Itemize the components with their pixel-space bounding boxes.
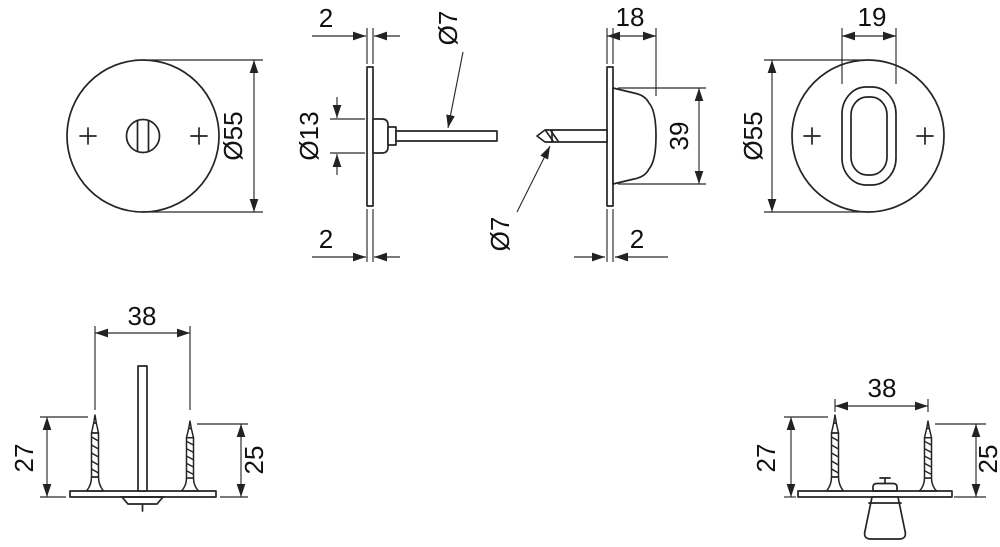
turn-knob-profile — [612, 87, 657, 185]
dim-screw-length-27-left-set: 27 — [9, 416, 88, 498]
dim-label-knob-depth: 18 — [616, 2, 645, 32]
view-side-knob: 18 39 Ø7 2 — [485, 2, 706, 262]
base-plate — [797, 490, 953, 498]
fixing-screw-left — [825, 414, 845, 492]
view-fixing-right: 38 27 25 — [751, 373, 1000, 540]
spindle-long — [137, 365, 148, 492]
rose-outline — [66, 59, 220, 213]
dim-label-27-left-set: 27 — [9, 444, 39, 473]
dim-knob-height: 39 — [618, 87, 706, 185]
dim-screw-length-27-right-set: 27 — [751, 416, 828, 498]
release-hub — [125, 118, 161, 154]
dim-label-spacing-right-set: 38 — [868, 373, 897, 403]
dim-screw-spacing-right-set: 38 — [834, 373, 929, 412]
dim-label-25-left-set: 25 — [239, 446, 269, 475]
dim-label-thickness-knob-side: 2 — [630, 224, 644, 254]
spindle — [395, 130, 498, 142]
fixing-screw-right — [180, 420, 200, 492]
fixing-screw-left — [85, 414, 105, 492]
dim-plate-thickness-bottom: 2 — [312, 224, 400, 262]
dim-label-rose-diameter-left: Ø55 — [218, 111, 248, 160]
dim-label-25-right-set: 25 — [973, 445, 1000, 474]
thumb-turn-inner — [850, 96, 888, 176]
rose-plate-side — [366, 66, 374, 207]
rose-plate-side — [606, 66, 614, 207]
dim-plate-thickness-top: 2 — [312, 3, 400, 41]
thumb-turn-outer — [841, 86, 897, 186]
dim-label-thickness-top: 2 — [319, 3, 333, 33]
view-front-rose-left: Ø55 — [66, 59, 263, 213]
dim-label-turn-width: 19 — [858, 2, 887, 32]
view-side-spindle: 2 2 Ø13 Ø7 — [294, 3, 498, 262]
plate-foot — [120, 496, 165, 505]
view-fixing-left: 38 27 25 — [9, 301, 269, 512]
base-plate — [69, 490, 217, 498]
dim-plate-thickness-knob-side: 2 — [574, 224, 668, 262]
dim-label-knob-height: 39 — [664, 122, 694, 151]
dim-label-spindle-diameter-left: Ø7 — [433, 11, 463, 46]
dim-screw-length-25-right-set: 25 — [935, 423, 1000, 498]
dim-hub-diameter: Ø13 — [294, 97, 365, 175]
dim-label-rose-diameter-right: Ø55 — [738, 111, 768, 160]
view-front-rose-right: 19 Ø55 — [738, 2, 945, 213]
turn-cone — [863, 496, 907, 540]
dim-rose-diameter-right: Ø55 — [738, 59, 863, 213]
dim-screw-length-25-left-set: 25 — [197, 423, 269, 498]
spindle-neck — [387, 126, 397, 146]
dim-label-27-right-set: 27 — [751, 444, 781, 473]
turn-pivot-cap — [872, 482, 898, 492]
hub-boss — [372, 118, 389, 154]
screw-mark-right — [916, 127, 934, 145]
stub-detail — [550, 130, 559, 142]
dim-label-spindle-diameter-right: Ø7 — [485, 217, 515, 252]
screw-mark-right — [190, 127, 208, 145]
spindle-stub — [536, 129, 608, 143]
dim-spindle-diameter-bottom: Ø7 — [485, 145, 551, 252]
dim-spindle-diameter-top: Ø7 — [433, 11, 464, 129]
dim-turn-width: 19 — [841, 2, 897, 84]
rose-outline — [791, 59, 945, 213]
dim-knob-depth: 18 — [607, 2, 657, 96]
fixing-screw-right — [918, 420, 938, 492]
screw-mark-left — [79, 127, 97, 145]
dim-screw-spacing-left-set: 38 — [94, 301, 191, 410]
screw-mark-left — [803, 127, 821, 145]
dim-label-hub-diameter: Ø13 — [294, 111, 324, 160]
dim-rose-diameter-left: Ø55 — [148, 59, 263, 213]
stub-detail — [545, 130, 554, 142]
dim-label-thickness-bottom: 2 — [319, 224, 333, 254]
dim-label-spacing-left-set: 38 — [128, 301, 157, 331]
